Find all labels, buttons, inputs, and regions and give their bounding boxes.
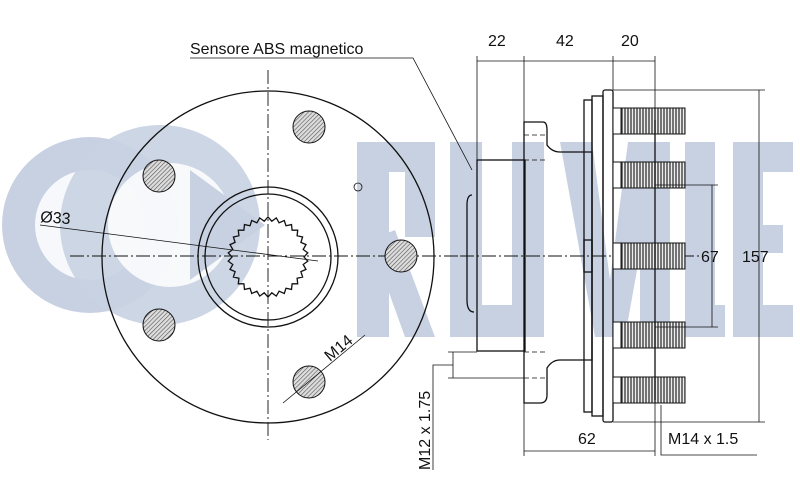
diameter-label: Ø33 bbox=[40, 209, 71, 228]
hub-ring-inner bbox=[204, 193, 332, 321]
wheel-studs bbox=[612, 107, 686, 404]
bolt-hole bbox=[292, 365, 326, 399]
side-view bbox=[460, 89, 700, 423]
stud-head bbox=[612, 242, 622, 270]
stud-head bbox=[612, 321, 622, 349]
hub-ring-outer bbox=[197, 186, 339, 328]
spline-teeth bbox=[227, 216, 309, 298]
sensor-body bbox=[476, 159, 526, 352]
bolt-hole bbox=[142, 308, 176, 342]
ruville-wordmark bbox=[357, 142, 793, 337]
m14-leader bbox=[282, 334, 366, 404]
bolt-holes bbox=[142, 110, 418, 399]
stud-head bbox=[612, 107, 622, 135]
dim-20: 20 bbox=[621, 33, 639, 50]
sensor-label: Sensore ABS magnetico bbox=[190, 41, 364, 58]
dim-62: 62 bbox=[578, 431, 596, 448]
dim-22: 22 bbox=[488, 33, 506, 50]
wheel-stud bbox=[612, 107, 686, 135]
sensor-hole bbox=[353, 182, 363, 192]
dimensions: 22 42 20 157 67 62 M14 x 1.5 M12 x 1.75 bbox=[417, 33, 769, 470]
spline-bore bbox=[227, 216, 309, 298]
dim-42: 42 bbox=[556, 33, 574, 50]
bolt-hole bbox=[384, 239, 418, 273]
bolt-hole bbox=[142, 159, 176, 193]
front-view: Ø33 M14 bbox=[40, 70, 470, 440]
side-thread-label: M12 x 1.75 bbox=[417, 391, 434, 470]
dim-67: 67 bbox=[701, 249, 719, 266]
wheel-stud bbox=[612, 161, 686, 189]
wheel-stud bbox=[612, 376, 686, 404]
stud-head bbox=[612, 161, 622, 189]
wheel-stud bbox=[612, 321, 686, 349]
ruville-watermark bbox=[2, 125, 793, 337]
diameter-leader bbox=[39, 224, 319, 262]
stud-head bbox=[612, 376, 622, 404]
flange-outline bbox=[101, 90, 435, 424]
dim-157: 157 bbox=[742, 249, 769, 266]
stud-thread-label: M14 x 1.5 bbox=[668, 431, 738, 448]
bolt-hole bbox=[292, 110, 326, 144]
bolt-thread-label: M14 bbox=[322, 332, 357, 365]
sensor-leader bbox=[190, 57, 473, 171]
wheel-stud bbox=[612, 242, 686, 270]
